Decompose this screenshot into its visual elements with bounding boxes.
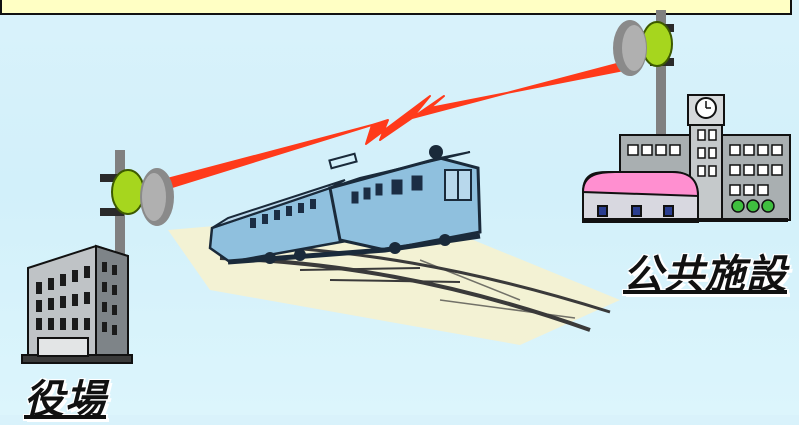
public-facility-label: 公共施設 bbox=[623, 242, 787, 300]
network-diagram bbox=[0, 0, 799, 415]
office-building-icon bbox=[22, 246, 132, 363]
town-office-label: 役場 bbox=[24, 367, 106, 425]
public-building-icon bbox=[583, 95, 790, 222]
right-antenna-icon bbox=[613, 10, 674, 135]
